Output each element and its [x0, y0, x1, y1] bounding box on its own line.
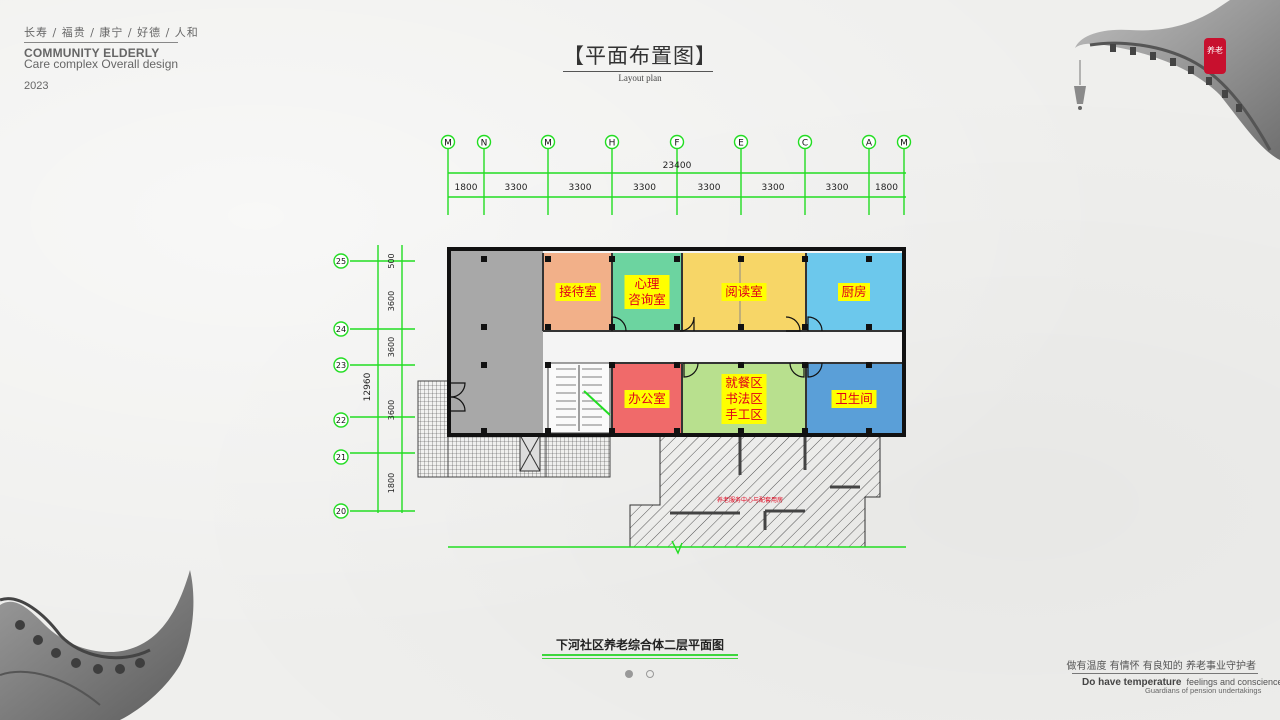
left-dimension-lines: [350, 245, 415, 513]
room-label-tag: [555, 283, 601, 301]
row-span-label: 3600: [387, 400, 396, 420]
plan-caption: 下河社区养老综合体二层平面图: [555, 638, 724, 652]
column-span-label: 3300: [826, 183, 849, 193]
column-span-label: 1800: [455, 183, 478, 193]
column-span-label: 3300: [569, 183, 592, 193]
column-axis-label: M: [444, 139, 452, 149]
hatched-building: [629, 434, 881, 548]
column-axis-label: M: [900, 139, 908, 149]
column-axis-label: E: [738, 139, 744, 149]
platform-grid-2: [545, 432, 611, 478]
pagination-dot-2[interactable]: [646, 670, 654, 678]
column-axis-bubble: [669, 134, 685, 150]
caption-rule: [542, 654, 738, 656]
column-axis-bubble: [896, 134, 912, 150]
stair-landing-grid: [417, 380, 449, 478]
column-span-label: 3300: [505, 183, 528, 193]
room-label-text: 阅读室: [725, 284, 763, 299]
row-span-label: 3600: [387, 337, 396, 357]
column-span-label: 3300: [698, 183, 721, 193]
room-label-text: 咨询室: [628, 292, 666, 307]
hatched-label: 养老服务中心与配套用房: [717, 496, 783, 504]
title-divider: [563, 71, 713, 72]
brand-year: 2023: [24, 80, 49, 92]
pagination-dot-1[interactable]: [625, 670, 633, 678]
brand-line1: COMMUNITY ELDERLY: [24, 46, 160, 60]
column-axis-label: H: [609, 139, 616, 149]
room-label-tag: [831, 390, 877, 408]
row-axis-bubble: [333, 449, 349, 465]
virtues-line: 长寿 / 福贵 / 康宁 / 好德 / 人和: [24, 26, 199, 39]
room-label-text: 办公室: [628, 391, 666, 406]
slogan-cn: 做有温度 有情怀 有良知的 养老事业守护者: [1066, 661, 1256, 672]
slogan-en-bold: Do have temperature: [1082, 677, 1182, 688]
column-axis-bubble: [540, 134, 556, 150]
row-span-label: 1800: [387, 473, 396, 493]
slogan-en-small: feelings and conscience: [1186, 677, 1280, 687]
column-axis-bubble: [476, 134, 492, 150]
slogan-en-line2: Guardians of pension undertakings: [1145, 686, 1262, 695]
column-span-label: 3300: [633, 183, 656, 193]
row-axis-label: 23: [336, 361, 346, 370]
room-label-text: 手工区: [725, 407, 763, 422]
column-axis-label: F: [674, 139, 679, 149]
column-span-label: 1800: [875, 183, 898, 193]
room-label-tag: [721, 283, 767, 301]
row-axis-bubble: [333, 253, 349, 269]
room-label-text: 书法区: [725, 391, 763, 406]
roof-eave-bottom-left-icon: [0, 570, 194, 720]
row-axis-label: 25: [336, 257, 346, 266]
row-span-label: 3600: [387, 291, 396, 311]
column-axis-label: A: [866, 139, 873, 149]
room-label-text: 接待室: [559, 284, 597, 299]
total-depth-label: 12960: [363, 372, 373, 401]
room-label-tag: [838, 283, 870, 301]
column-axis-label: C: [802, 139, 808, 149]
row-axis-bubble: [333, 412, 349, 428]
brand-line2: Care complex Overall design: [24, 57, 179, 71]
room-label-text: 就餐区: [725, 375, 763, 390]
column-axis-label: M: [544, 139, 552, 149]
column-axis-bubble: [733, 134, 749, 150]
seal-text: 养老: [1207, 45, 1223, 55]
page-title: 【平面布置图】: [563, 44, 717, 68]
roof-eave-top-right-icon: 养老: [1074, 0, 1280, 160]
row-axis-bubble: [333, 321, 349, 337]
page-subtitle: Layout plan: [618, 73, 662, 83]
seal-icon: [1204, 38, 1226, 74]
row-axis-label: 20: [336, 507, 346, 516]
row-axis-label: 24: [336, 325, 346, 334]
column-span-label: 3300: [762, 183, 785, 193]
row-axis-label: 21: [336, 453, 346, 462]
column-axis-bubble: [604, 134, 620, 150]
room-label-tag: [624, 275, 670, 309]
floor-plan-drawing: M N M H F E C A M 23400 1800 3300 3300 3300 3300 3300…: [333, 134, 912, 555]
column-axis-bubble: [797, 134, 813, 150]
slogan-en-line1: Do have temperature feelings and conscie…: [1082, 677, 1280, 688]
room-label-tag: [624, 390, 670, 408]
column-axis-bubble: [440, 134, 456, 150]
brand-divider: [24, 42, 178, 43]
row-axis-label: 22: [336, 416, 346, 425]
room-label-text: 厨房: [841, 284, 866, 299]
room-label-text: 心理: [634, 276, 660, 291]
column-axis-bubble: [861, 134, 877, 150]
top-dimension-lines: [447, 147, 906, 215]
row-axis-bubble: [333, 503, 349, 519]
room-label-tag: [721, 374, 767, 424]
room-label-text: 卫生间: [835, 391, 873, 406]
slogan-divider: [1072, 673, 1258, 674]
stair-hall: [451, 251, 543, 433]
caption-rule-thin: [542, 658, 738, 659]
row-span-label: 500: [387, 253, 396, 268]
total-width-label: 23400: [663, 161, 692, 171]
column-axis-label: N: [481, 139, 488, 149]
row-axis-bubble: [333, 357, 349, 373]
